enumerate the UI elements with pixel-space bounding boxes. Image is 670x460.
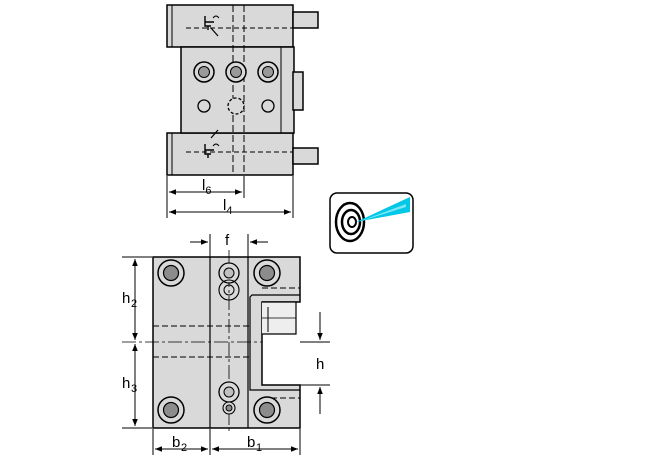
top-tab-upper — [292, 11, 319, 29]
svg-text:b: b — [172, 434, 180, 451]
top-screw-3 — [257, 61, 279, 83]
top-tab-lower — [292, 147, 319, 165]
top-view — [166, 4, 319, 176]
coolant-port-icon — [204, 15, 220, 30]
through-coolant-target-icon — [329, 192, 414, 254]
svg-text:h: h — [122, 290, 130, 307]
top-hole-1 — [197, 99, 211, 113]
svg-text:l6: l6 — [202, 177, 211, 197]
svg-text:f: f — [225, 232, 230, 249]
dimension-h: h — [300, 312, 330, 414]
top-upper-block — [166, 4, 294, 48]
dimension-h2: h 2 — [122, 256, 152, 340]
front-screw-top-right — [253, 259, 281, 287]
top-lower-block — [166, 132, 294, 176]
top-hole-3 — [261, 99, 275, 113]
top-screw-1 — [193, 61, 215, 83]
dimension-b1: b 1 — [212, 429, 301, 455]
svg-text:2: 2 — [131, 298, 137, 310]
front-plug-bottom — [218, 381, 240, 415]
svg-text:2: 2 — [181, 442, 187, 454]
front-screw-bottom-left — [157, 396, 185, 424]
dimension-h3: h 3 — [122, 344, 152, 429]
top-screw-2 — [225, 61, 247, 83]
svg-text:h: h — [316, 356, 324, 373]
svg-text:l4: l4 — [223, 197, 232, 217]
top-tab-middle — [292, 71, 304, 111]
svg-text:h: h — [122, 375, 130, 392]
front-view — [122, 250, 301, 432]
svg-text:1: 1 — [256, 442, 262, 454]
svg-text:3: 3 — [131, 383, 137, 395]
dimension-l4: l4 — [169, 176, 294, 218]
top-hole-2 — [227, 97, 245, 115]
coolant-port-icon — [204, 143, 220, 158]
svg-text:b: b — [247, 434, 255, 451]
dimension-b2: b 2 — [152, 429, 211, 455]
front-body — [152, 256, 301, 429]
top-middle-body — [180, 46, 295, 134]
dimension-f: f — [190, 232, 268, 257]
front-screw-top-left — [157, 259, 185, 287]
dimension-l6: l6 — [166, 176, 245, 218]
front-plug-top — [218, 262, 240, 301]
front-screw-bottom-right — [253, 396, 281, 424]
